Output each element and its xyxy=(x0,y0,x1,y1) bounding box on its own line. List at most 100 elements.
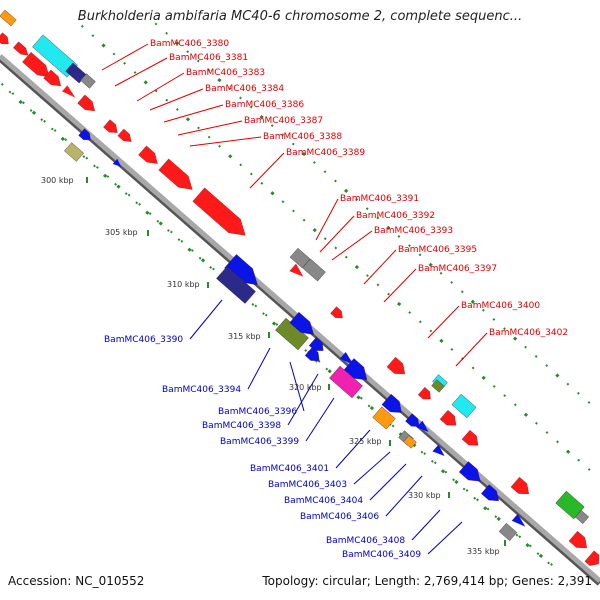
gc-tick xyxy=(133,71,137,74)
gc-tick xyxy=(492,384,496,388)
gc-tick xyxy=(408,311,412,314)
gc-tick xyxy=(386,225,391,230)
gc-tick xyxy=(420,450,424,454)
gene-feature xyxy=(432,444,445,456)
gene-arrow xyxy=(386,356,405,375)
gene-feature xyxy=(339,352,354,365)
gc-tick xyxy=(8,90,12,94)
gc-tick xyxy=(430,459,434,463)
gc-tick xyxy=(473,496,477,500)
gc-tick xyxy=(369,405,375,411)
gene-triangle xyxy=(112,158,122,167)
gene-triangle xyxy=(416,420,429,432)
accession-text: Accession: NC_010552 xyxy=(8,574,145,588)
gc-tick xyxy=(281,200,285,204)
gc-tick xyxy=(366,274,369,278)
gene-feature xyxy=(158,158,193,190)
gene-feature xyxy=(481,484,499,502)
gene-label-top: BamMC406_3395 xyxy=(398,245,477,255)
gene-feature xyxy=(43,69,61,87)
gc-tick xyxy=(218,144,222,148)
leader-line xyxy=(289,361,305,412)
gene-labels: BamMC406_3380BamMC406_3381BamMC406_3383B… xyxy=(104,39,568,560)
gene-label-top: BamMC406_3402 xyxy=(489,328,568,338)
gene-arrow xyxy=(103,119,118,133)
gc-tick xyxy=(397,301,402,307)
kbp-tick xyxy=(86,177,88,183)
gc-tick xyxy=(550,563,553,566)
gc-tick xyxy=(175,41,180,46)
gc-tick xyxy=(91,34,95,38)
kbp-tick xyxy=(207,282,209,288)
gc-tick xyxy=(327,369,332,374)
gene-box xyxy=(498,522,518,542)
gc-tick xyxy=(444,470,448,474)
gene-feature xyxy=(568,530,587,549)
leader-line xyxy=(305,397,335,442)
gene-feature xyxy=(372,406,396,430)
leader-line xyxy=(149,88,204,111)
kbp-label: 335 kbp xyxy=(467,547,500,556)
gc-tick xyxy=(538,553,544,559)
leader-line xyxy=(331,230,373,261)
gc-tick xyxy=(228,154,233,159)
gene-label-bottom: BamMC406_3399 xyxy=(220,437,299,447)
gene-feature xyxy=(224,254,258,286)
gc-tick xyxy=(577,458,581,462)
gc-tick xyxy=(476,498,479,502)
gene-arrow xyxy=(43,69,61,87)
leader-line xyxy=(177,120,243,136)
gc-tick xyxy=(254,304,258,308)
gene-box xyxy=(451,393,477,419)
leader-line xyxy=(315,198,339,241)
gc-tick xyxy=(64,138,68,142)
gc-tick xyxy=(260,181,264,185)
gene-label-bottom: BamMC406_3398 xyxy=(202,421,281,431)
gene-arrow xyxy=(78,128,91,141)
gc-tick xyxy=(365,207,369,211)
gene-feature xyxy=(64,142,84,162)
gc-tick xyxy=(513,336,518,341)
gc-tick xyxy=(186,50,190,54)
gc-tick xyxy=(200,258,206,263)
gc-tick xyxy=(165,98,169,102)
gene-feature xyxy=(62,85,76,98)
gene-arrow xyxy=(417,387,431,400)
gc-tick xyxy=(212,267,215,271)
gc-tick xyxy=(312,161,316,164)
gene-feature xyxy=(511,514,526,527)
gc-tick xyxy=(281,133,285,137)
gene-arrow xyxy=(381,393,402,413)
leader-line xyxy=(383,268,417,303)
gene-feature xyxy=(439,410,457,426)
gene-box xyxy=(431,379,445,393)
kbp-label: 320 kbp xyxy=(289,383,322,392)
gc-tick xyxy=(249,172,253,176)
gene-feature xyxy=(78,128,91,141)
gc-tick xyxy=(207,68,211,72)
gene-arrow xyxy=(22,52,50,78)
gc-tick xyxy=(587,468,591,471)
gc-tick xyxy=(138,202,142,206)
gene-feature xyxy=(77,94,95,112)
gc-tick xyxy=(439,338,444,344)
gene-arrow xyxy=(405,413,420,427)
gc-tick xyxy=(450,347,454,351)
gc-tick xyxy=(418,253,422,257)
gene-feature xyxy=(417,387,431,400)
gene-label-top: BamMC406_3380 xyxy=(150,39,229,49)
gene-features xyxy=(0,9,600,566)
gene-feature xyxy=(405,413,420,427)
leader-line xyxy=(249,152,285,189)
gc-tick xyxy=(547,561,551,565)
gc-tick xyxy=(439,271,443,275)
gc-tick xyxy=(304,349,308,352)
leader-line xyxy=(427,305,460,339)
gc-tick xyxy=(376,216,380,220)
gene-arrow xyxy=(330,306,343,319)
gene-triangle xyxy=(289,263,304,277)
gc-tick xyxy=(492,318,496,321)
gc-tick xyxy=(175,108,179,111)
kbp-tick xyxy=(328,384,330,390)
gc-tick xyxy=(0,82,4,86)
